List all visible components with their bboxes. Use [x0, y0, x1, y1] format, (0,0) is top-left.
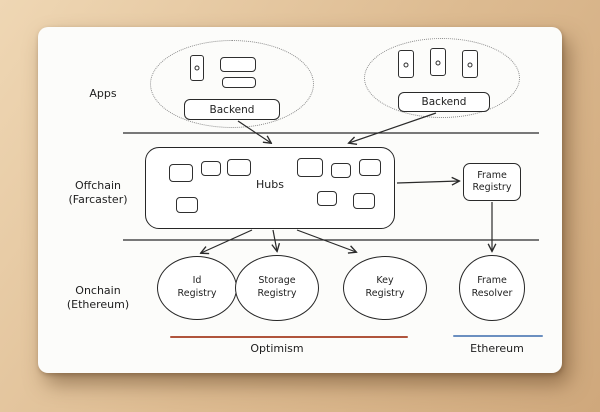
- optimism-label: Optimism: [250, 342, 304, 355]
- diagram-card: Apps Offchain (Farcaster) Onchain (Ether…: [38, 27, 562, 373]
- row-label-onchain: Onchain (Ethereum): [52, 284, 144, 313]
- row-label-apps: Apps: [68, 87, 138, 101]
- hub-node: [201, 161, 221, 176]
- offchain-label-line2: (Farcaster): [68, 193, 128, 207]
- phone-icon: [430, 48, 446, 76]
- offchain-label-line1: Offchain: [74, 179, 122, 192]
- id-registry-label-line1: Id: [192, 275, 202, 287]
- frame-registry-label-line1: Frame: [477, 169, 507, 181]
- frame-resolver-label-line1: Frame: [477, 275, 507, 287]
- hubs-label: Hubs: [256, 178, 284, 191]
- tablet-icon: [220, 57, 256, 72]
- storage-registry-label-line1: Storage: [258, 275, 296, 287]
- hub-node: [227, 159, 251, 176]
- key-registry-label-line1: Key: [376, 275, 394, 287]
- backend-left-label: Backend: [209, 103, 255, 116]
- id-registry-node: Id Registry: [157, 256, 237, 320]
- hub-node: [169, 164, 193, 182]
- backend-box-left: Backend: [184, 99, 280, 120]
- phone-icon: [190, 55, 204, 81]
- ethereum-label: Ethereum: [470, 342, 524, 355]
- apps-group-right-ellipse: [364, 38, 520, 118]
- frame-registry-label-line2: Registry: [472, 182, 512, 193]
- hub-node: [297, 158, 323, 177]
- storage-registry-label-line2: Registry: [257, 288, 297, 299]
- hub-node: [317, 191, 337, 206]
- phone-icon: [398, 50, 414, 78]
- storage-registry-node: Storage Registry: [235, 255, 319, 321]
- frame-resolver-label-line2: Resolver: [471, 288, 513, 299]
- apps-label: Apps: [89, 87, 117, 100]
- id-registry-label-line2: Registry: [177, 288, 217, 299]
- hub-node: [353, 193, 375, 209]
- frame-registry-box: Frame Registry: [463, 163, 521, 201]
- hub-node: [331, 163, 351, 178]
- backend-right-label: Backend: [421, 96, 467, 108]
- frame-resolver-node: Frame Resolver: [459, 255, 525, 321]
- onchain-label-line2: (Ethereum): [66, 298, 130, 312]
- key-registry-node: Key Registry: [343, 256, 427, 320]
- phone-icon: [462, 50, 478, 78]
- key-registry-label-line2: Registry: [365, 288, 405, 299]
- apps-group-left-ellipse: [150, 40, 314, 128]
- hub-node: [359, 159, 381, 176]
- row-label-offchain: Offchain (Farcaster): [52, 179, 144, 208]
- hub-node: [176, 197, 198, 213]
- onchain-label-line1: Onchain: [75, 284, 121, 297]
- ethereum-underline: [453, 335, 543, 337]
- optimism-underline: [170, 336, 408, 338]
- device-card-icon: [222, 77, 256, 88]
- hubs-container: Hubs: [145, 147, 395, 229]
- backend-box-right: Backend: [398, 92, 490, 112]
